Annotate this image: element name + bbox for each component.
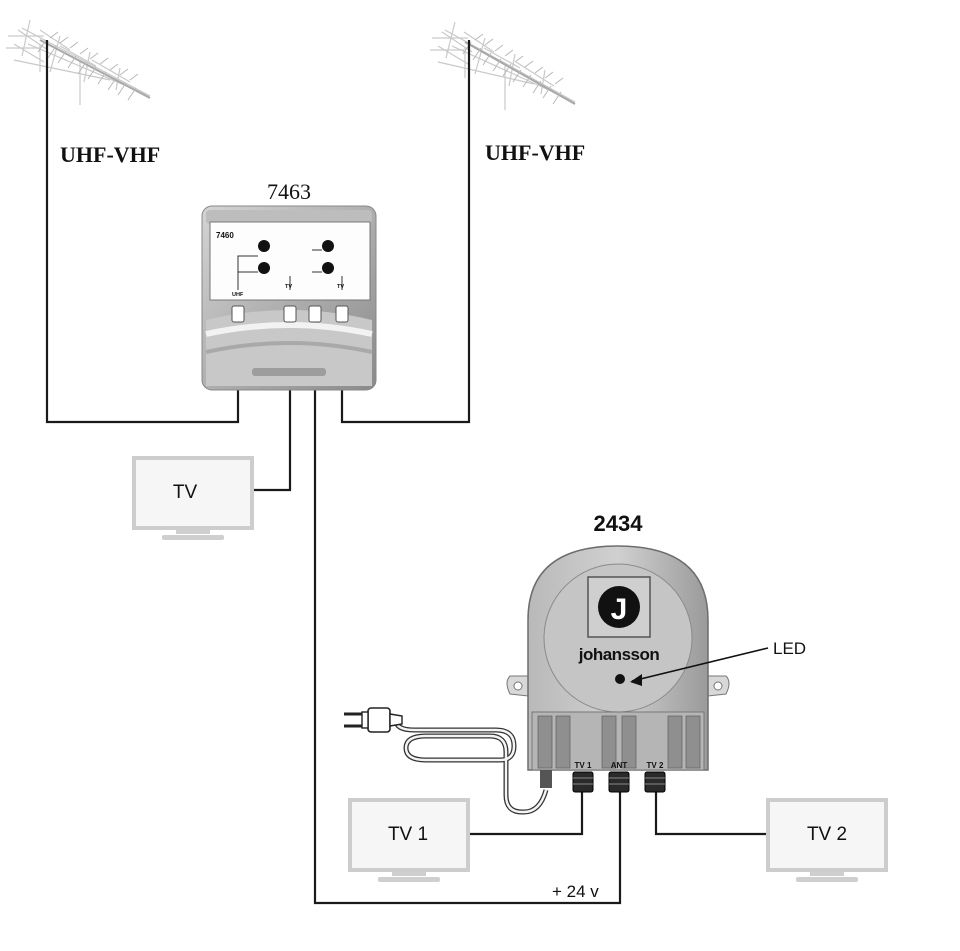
amp-2434-port-ant-label: ANT	[611, 761, 628, 770]
cable-to-tv2	[654, 790, 766, 836]
amp-7463-knobs	[258, 240, 334, 274]
amp-2434-brand: johansson	[578, 645, 660, 664]
power-plug-icon	[344, 707, 549, 815]
tv1-icon	[348, 798, 470, 882]
antenna-left-icon	[6, 19, 151, 105]
tv-main-icon	[132, 456, 254, 540]
amp-2434-port-tv2-label: TV 2	[647, 761, 664, 770]
antenna-right-label: UHF-VHF	[485, 140, 585, 165]
tv2-icon	[766, 798, 888, 882]
amp-2434-port-tv1-label: TV 1	[575, 761, 592, 770]
amp-7463-port-uhf-label: UHF	[232, 292, 244, 298]
led-pointer-arrow	[631, 647, 769, 682]
amp-7463-panel-model: 7460	[216, 231, 234, 240]
amp-7463-model-label: 7463	[267, 179, 311, 204]
amp-7463-port-tv1-label: TV	[285, 284, 292, 290]
power-voltage-label: + 24 v	[552, 882, 599, 901]
amp-2434-connectors	[572, 771, 666, 793]
amp-2434-model-label: 2434	[594, 511, 644, 536]
amp-2434-led-icon	[615, 674, 625, 684]
tv-main-label: TV	[173, 482, 198, 503]
antenna-right-icon	[430, 21, 576, 110]
led-label: LED	[773, 639, 806, 658]
antenna-left-label: UHF-VHF	[60, 142, 160, 167]
tv1-label: TV 1	[388, 824, 428, 845]
amp-7463-port-tv2-label: TV	[337, 284, 344, 290]
amp-7463-connectors	[231, 305, 349, 323]
cable-to-tv1	[470, 790, 584, 836]
cable-to-2434-ant	[313, 320, 622, 905]
amp-2434-logo-letter: J	[611, 593, 628, 626]
amp-7463: 7460 UHF TV TV	[201, 205, 377, 391]
tv2-label: TV 2	[807, 824, 847, 845]
amp-2434: J johansson TV 1 ANT TV 2	[506, 545, 730, 793]
